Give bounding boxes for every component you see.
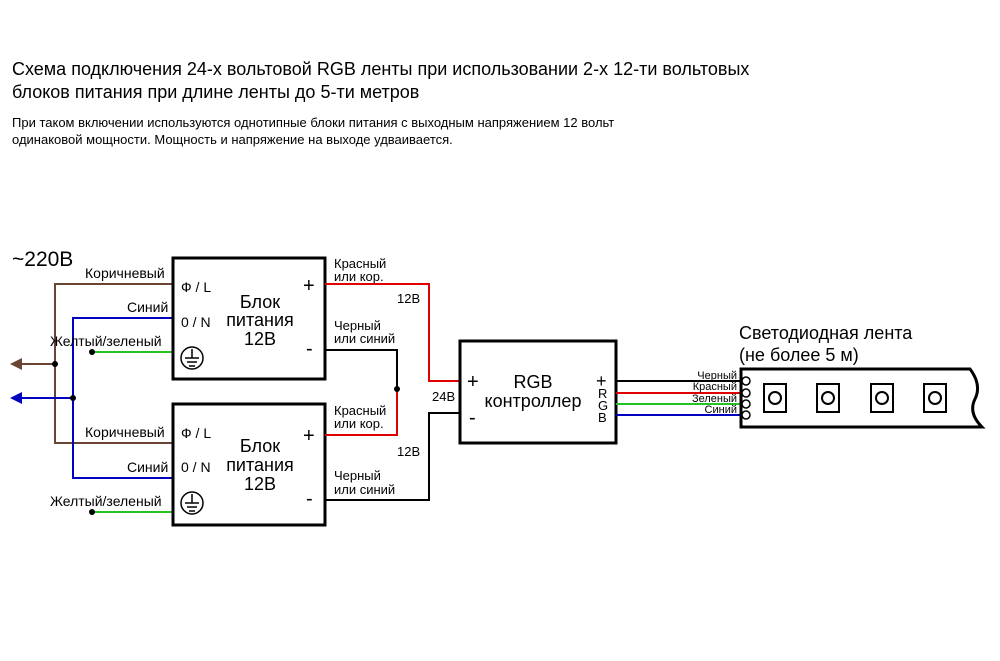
ground-label-2: Желтый/зеленый (50, 493, 162, 509)
terminal-n-label: 0 / N (181, 314, 211, 330)
red-label-2a: Красный (334, 403, 386, 418)
connector-dot (741, 388, 751, 398)
black-label-2a: Черный (334, 468, 381, 483)
v12-label-2: 12В (397, 444, 420, 459)
heading-line-2: блоков питания при длине ленты до 5-ти м… (12, 82, 420, 102)
ground-label-1: Желтый/зеленый (50, 333, 162, 349)
ps-title-1: Блок (240, 436, 280, 456)
black-label-2b: или синий (334, 482, 395, 497)
power-supply-box (171, 402, 327, 527)
controller-g: G (598, 398, 608, 413)
power-supply-1: Ф / L 0 / N Блок питания 12В + - (171, 256, 327, 381)
junction-dot (52, 361, 58, 367)
controller-r: R (598, 386, 607, 401)
mains-dots (52, 349, 95, 515)
subheading: При таком включении используются однотип… (12, 114, 614, 148)
red-wire-ps2 (325, 389, 398, 436)
ps-minus: - (306, 338, 313, 360)
strip-title-2: (не более 5 м) (739, 345, 859, 365)
connector-dot (741, 410, 751, 420)
terminal-l-label: Ф / L (181, 425, 211, 441)
controller-plus-out: + (596, 371, 607, 391)
mains-label: ~220В (12, 248, 73, 271)
power-supply-2: Ф / L 0 / N Блок питания 12В + - (171, 402, 327, 527)
strip-connectors (741, 376, 751, 420)
dc-wiring (325, 283, 460, 501)
terminal-l-label: Ф / L (181, 279, 211, 295)
subheading-line-1: При таком включении используются однотип… (12, 115, 615, 130)
led-chip-icon (923, 383, 947, 413)
ground-icon (180, 346, 204, 370)
mains-wiring (10, 283, 172, 513)
blue-label-1: Синий (127, 299, 168, 315)
series-junction-dot (394, 386, 400, 392)
led-chip-icon (763, 383, 787, 413)
red-label-1b: или кор. (334, 269, 384, 284)
strip-wire-green-label: Зеленый (692, 393, 737, 405)
brown-label-2: Коричневый (85, 424, 165, 440)
ground-icon (180, 491, 204, 515)
connector-dot (741, 399, 751, 409)
strip-title-1: Светодиодная лента (739, 323, 913, 343)
ps-title-3: 12В (244, 329, 276, 349)
ps-title-2: питания (226, 455, 294, 475)
led-chip-icon (870, 383, 894, 413)
ps-plus: + (303, 425, 315, 447)
output-wiring (616, 380, 741, 416)
strip-wire-blue-label: Синий (705, 404, 737, 416)
controller-title-2: контроллер (485, 391, 582, 411)
controller-plus-in: + (467, 371, 479, 393)
red-wire-ps1 (325, 283, 460, 382)
led-chip-icon (816, 383, 840, 413)
controller-b: B (598, 410, 607, 425)
ps-plus: + (303, 275, 315, 297)
controller-title-1: RGB (513, 372, 552, 392)
blue-arrow (10, 392, 22, 404)
led-chip-icons (763, 383, 947, 413)
red-label-2b: или кор. (334, 416, 384, 431)
ps-title-3: 12В (244, 474, 276, 494)
v12-label-1: 12В (397, 291, 420, 306)
strip-wire-red-label: Красный (693, 381, 737, 393)
connector-dot (741, 376, 751, 386)
heading: Схема подключения 24-х вольтовой RGB лен… (12, 58, 749, 104)
subheading-line-2: одинаковой мощности. Мощность и напряжен… (12, 132, 453, 147)
strip-body (739, 367, 986, 429)
v24-label: 24В (432, 389, 455, 404)
heading-line-1: Схема подключения 24-х вольтовой RGB лен… (12, 59, 750, 79)
junction-dot (89, 349, 95, 355)
controller-minus-in: - (469, 407, 476, 429)
controller-box (458, 339, 618, 445)
terminal-n-label: 0 / N (181, 459, 211, 475)
strip-wire-black-label: Черный (697, 370, 737, 382)
junction-dot (70, 395, 76, 401)
black-label-1b: или синий (334, 331, 395, 346)
junction-dot (89, 509, 95, 515)
brown-label-1: Коричневый (85, 265, 165, 281)
ps-title-1: Блок (240, 292, 280, 312)
power-supply-box (171, 256, 327, 381)
black-wire-ps2 (325, 412, 460, 501)
rgb-controller: RGB контроллер + - + R G B (458, 339, 618, 445)
ps-title-2: питания (226, 310, 294, 330)
blue-label-2: Синий (127, 459, 168, 475)
brown-arrow (10, 358, 22, 370)
ps-minus: - (306, 488, 313, 510)
red-label-1a: Красный (334, 256, 386, 271)
black-label-1a: Черный (334, 318, 381, 333)
led-strip: Светодиодная лента (не более 5 м) (739, 323, 986, 429)
black-wire-ps1 (325, 349, 398, 389)
